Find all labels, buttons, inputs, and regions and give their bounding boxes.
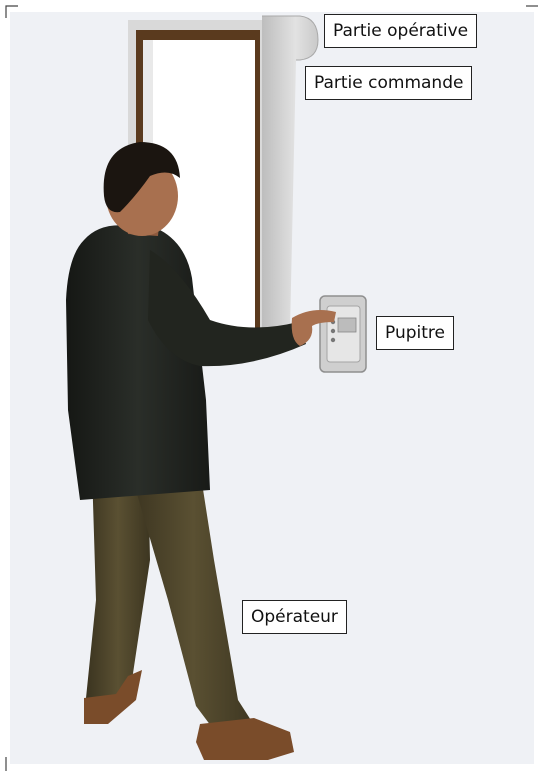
operator-jacket <box>66 225 210 500</box>
pupitre-device <box>320 296 366 372</box>
label-pupitre: Pupitre <box>376 316 454 350</box>
label-partie-commande: Partie commande <box>305 66 472 100</box>
label-operateur: Opérateur <box>242 600 347 634</box>
label-partie-operative: Partie opérative <box>324 14 477 48</box>
